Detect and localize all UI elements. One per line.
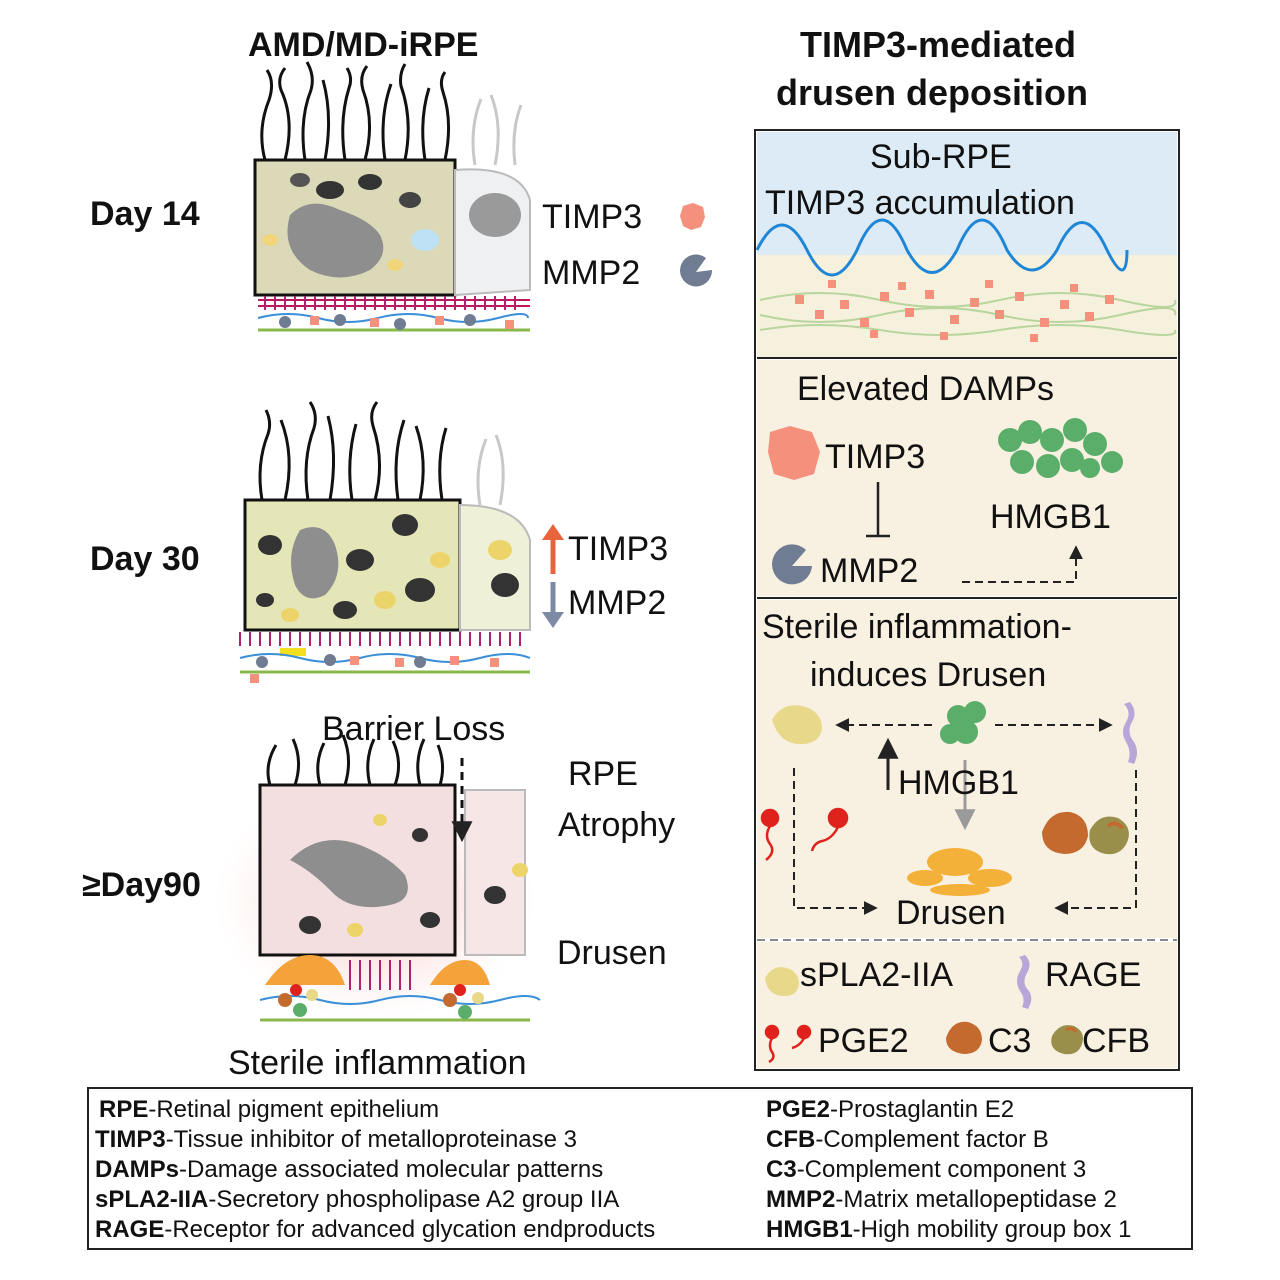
mmp2-down-label: MMP2 (568, 584, 667, 622)
pge2-icon (760, 807, 849, 861)
panel2-title: Elevated DAMPs (797, 370, 1054, 408)
mmp2-label: MMP2 (542, 254, 641, 292)
legend-item: PGE2-Prostaglantin E2 (766, 1096, 1015, 1123)
mmp2-legend-icon (680, 254, 713, 287)
cfb-icon (1089, 816, 1129, 855)
panel2-mmp2-label: MMP2 (820, 552, 919, 590)
barrier-loss-label: Barrier Loss (322, 710, 506, 748)
day14-cell-illustration (253, 61, 531, 332)
timp3-label: TIMP3 (542, 198, 643, 236)
key-spla2-label: sPLA2-IIA (800, 956, 954, 994)
timp3-deposit-particles (795, 280, 1114, 342)
rpe-basal-membrane (755, 218, 1129, 277)
day14-microvilli (260, 61, 451, 161)
rpe-label: RPE (568, 755, 638, 793)
panel3-hmgb1-label: HMGB1 (898, 764, 1019, 802)
timp3-inhibits-mmp2-icon (866, 482, 890, 538)
legend-item: MMP2-Matrix metallopeptidase 2 (766, 1186, 1117, 1213)
stage-day90-label: ≥Day90 (82, 866, 201, 904)
abbreviation-legend: RPE-Retinal pigment epithelium TIMP3-Tis… (87, 1087, 1193, 1250)
key-pge2-icon (764, 1024, 812, 1064)
legend-item: HMGB1-High mobility group box 1 (766, 1216, 1132, 1243)
left-title: AMD/MD-iRPE (248, 26, 479, 64)
legend-item: TIMP3-Tissue inhibitor of metalloprotein… (95, 1126, 578, 1153)
legend-item: CFB-Complement factor B (766, 1126, 1049, 1153)
panel3-inflammation (757, 600, 1177, 938)
timp3-up-label: TIMP3 (568, 530, 669, 568)
panel2-timp3-label: TIMP3 (825, 438, 926, 476)
stage-day14-label: Day 14 (90, 195, 200, 233)
timp3-up-arrow-icon (542, 524, 564, 574)
panel2-hmgb1-icon (998, 418, 1123, 478)
key-rage-icon (1017, 955, 1032, 1009)
legend-item: RAGE-Receptor for advanced glycation end… (95, 1216, 656, 1243)
mmp2-down-arrow-icon (542, 582, 564, 628)
spla2-node-icon (772, 705, 822, 745)
key-c3-label: C3 (988, 1022, 1032, 1060)
legend-item: RPE-Retinal pigment epithelium (99, 1096, 440, 1123)
panel2-damps (757, 360, 1177, 596)
panel3-title-line2: induces Drusen (810, 656, 1047, 694)
legend-item: DAMPs-Damage associated molecular patter… (95, 1156, 604, 1183)
inflammation-cluster-left (278, 984, 318, 1017)
hmgb1-node-icon (940, 701, 986, 744)
timp3-legend-icon (680, 203, 705, 230)
panel4-key (757, 942, 1177, 1068)
stage-day30-label: Day 30 (90, 540, 200, 578)
panel3-title-line1: Sterile inflammation- (762, 608, 1072, 646)
key-spla2-icon (765, 967, 799, 996)
rage-node-icon (1123, 702, 1137, 764)
legend-item: C3-Complement component 3 (766, 1156, 1087, 1183)
panel3-drusen-label: Drusen (896, 894, 1006, 932)
c3-icon (1042, 811, 1088, 854)
right-title-line1: TIMP3-mediated (800, 24, 1077, 65)
drusen-label: Drusen (557, 934, 667, 972)
key-c3-icon (946, 1021, 982, 1054)
drusen-deposit-icon (907, 848, 1012, 896)
right-title-line2: drusen deposition (776, 72, 1089, 113)
inflammation-cluster-right (443, 984, 484, 1019)
legend-item: sPLA2-IIA-Secretory phospholipase A2 gro… (95, 1186, 620, 1213)
panel1-subrpe (755, 132, 1177, 357)
key-rage-label: RAGE (1045, 956, 1142, 994)
panel1-title-line2: TIMP3 accumulation (765, 184, 1075, 222)
panel2-mmp2-icon (772, 544, 812, 585)
sterile-inflammation-label: Sterile inflammation (228, 1044, 527, 1082)
panel2-hmgb1-label: HMGB1 (990, 498, 1111, 536)
day90-cell-illustration (215, 734, 541, 1022)
mmp2-to-hmgb1-arrow-icon (962, 545, 1083, 583)
day30-cell-illustration (239, 401, 531, 683)
key-cfb-icon (1051, 1025, 1083, 1055)
panel1-title-line1: Sub-RPE (870, 138, 1012, 176)
panel2-timp3-icon (768, 426, 820, 480)
key-cfb-label: CFB (1082, 1022, 1150, 1060)
key-pge2-label: PGE2 (818, 1022, 909, 1060)
atrophy-label: Atrophy (558, 806, 676, 844)
